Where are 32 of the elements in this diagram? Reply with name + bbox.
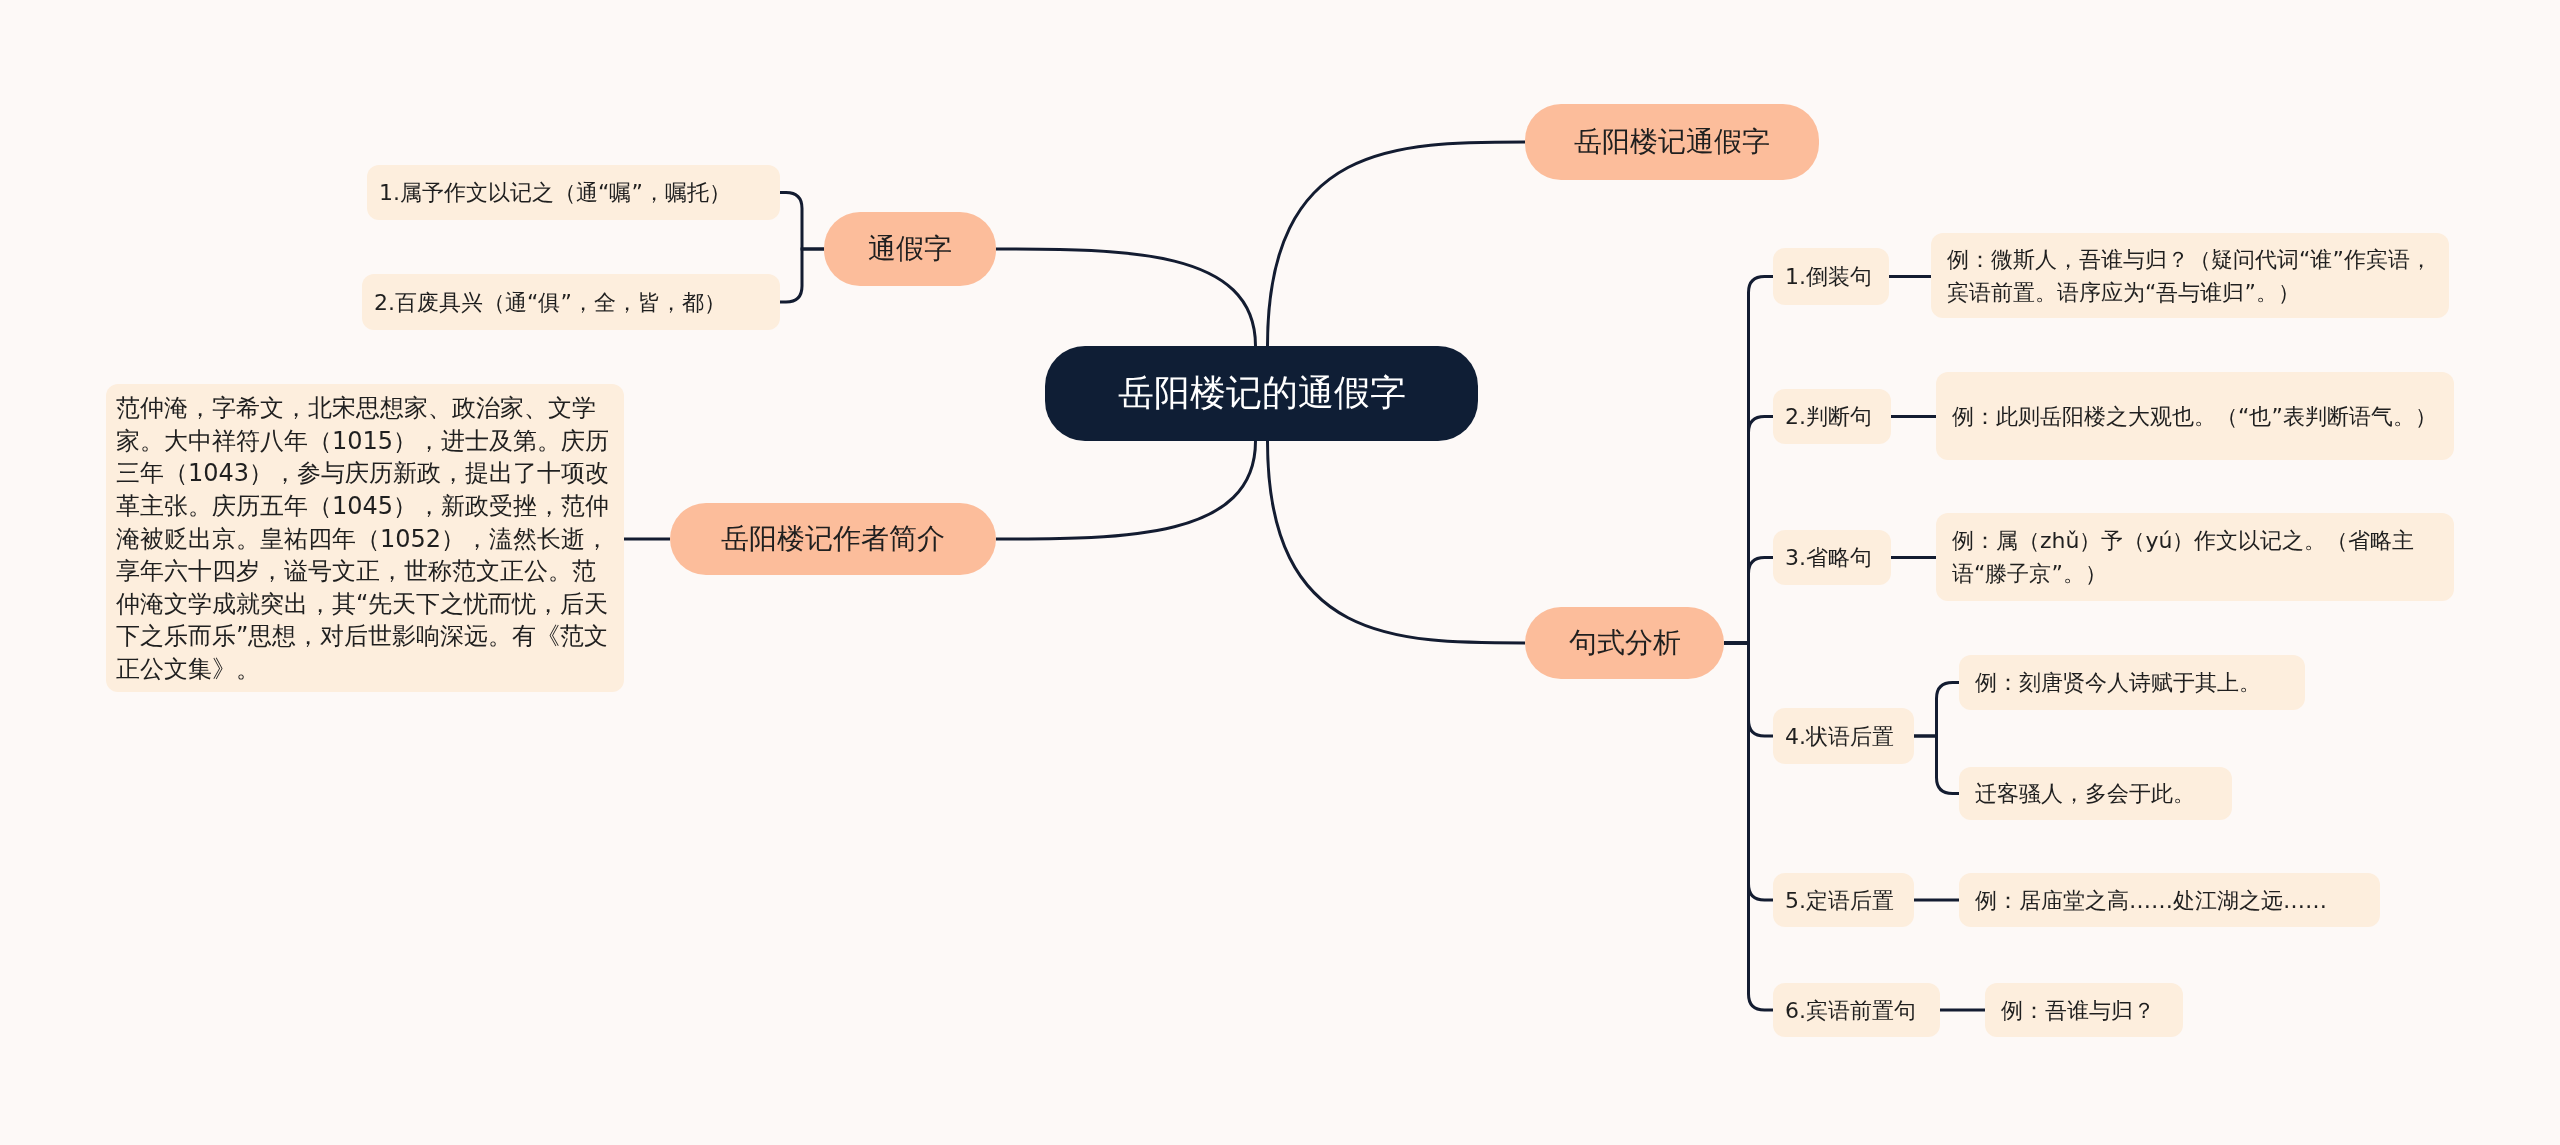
connector-line — [1266, 440, 1525, 645]
note-box: 例：微斯人，吾谁与归？（疑问代词“谁”作宾语，宾语前置。语序应为“吾与谁归”。） — [1931, 233, 2449, 318]
note-box: 例：吾谁与归？ — [1985, 983, 2183, 1037]
topic-pill: 通假字 — [824, 212, 996, 286]
subtopic-box: 2.判断句 — [1773, 389, 1891, 444]
connector-line — [1891, 556, 1936, 559]
connector-line — [996, 440, 1257, 541]
subtopic-box: 1.倒装句 — [1773, 248, 1889, 305]
root-topic: 岳阳楼记的通假字 — [1045, 346, 1478, 441]
connector-line — [1914, 898, 1959, 902]
subtopic-box: 5.定语后置 — [1773, 873, 1914, 927]
connector-line — [624, 537, 670, 541]
topic-pill: 岳阳楼记通假字 — [1525, 104, 1819, 180]
subtopic-box: 1.属予作文以记之（通“嘱”，嘱托） — [367, 165, 780, 220]
connector-line — [1914, 734, 1959, 795]
note-box: 例：此则岳阳楼之大观也。（“也”表判断语气。） — [1936, 372, 2454, 460]
note-box: 迁客骚人，多会于此。 — [1959, 767, 2232, 820]
connector-line — [1889, 275, 1931, 278]
subtopic-box: 2.百废具兴（通“俱”，全，皆，都） — [362, 274, 780, 330]
note-box: 例：居庙堂之高……处江湖之远…… — [1959, 873, 2380, 927]
connector-line — [996, 247, 1257, 347]
connector-line — [1266, 140, 1525, 347]
connector-line — [1891, 415, 1936, 418]
topic-pill: 岳阳楼记作者简介 — [670, 503, 996, 575]
connector-line — [1940, 1008, 1985, 1012]
note-box: 例：属（zhǔ）予（yú）作文以记之。（省略主语“滕子京”。） — [1936, 513, 2454, 601]
subtopic-box: 6.宾语前置句 — [1773, 983, 1940, 1037]
topic-pill: 句式分析 — [1525, 607, 1724, 679]
note-box: 例：刻唐贤今人诗赋于其上。 — [1959, 655, 2305, 710]
subtopic-box: 4.状语后置 — [1773, 708, 1914, 764]
note-box: 范仲淹，字希文，北宋思想家、政治家、文学家。大中祥符八年（1015），进士及第。庆历三年（1043），参与庆历新政，提出了十项改革主张。庆历五年（1045），新政受挫，范仲淹被贬出京。皇祐四年（1052），溘然长逝，享年六十四岁，谥号文正，世称范文正公。范仲淹文学成就突出，其“先天下之忧而忧，后天下之乐而乐”思想，对后世影响深远。有《范文正公文集》。 — [106, 384, 624, 692]
subtopic-box: 3.省略句 — [1773, 530, 1891, 585]
